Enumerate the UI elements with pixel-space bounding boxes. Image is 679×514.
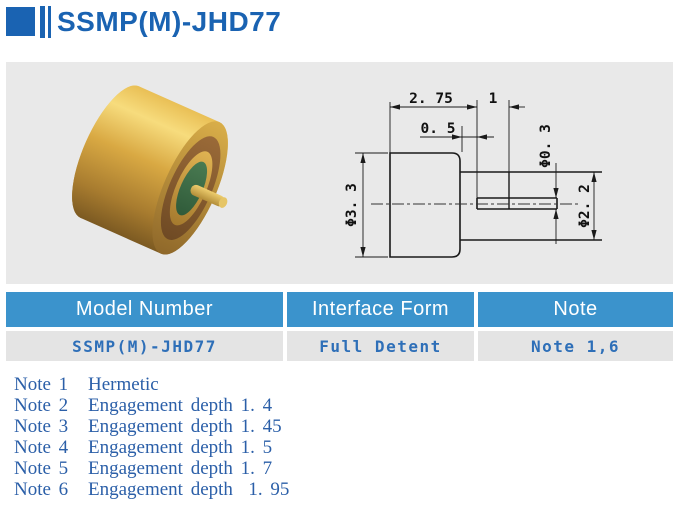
column-header-model-number: Model Number (6, 292, 283, 327)
notes-list: Note 1 Hermetic Note 2 Engagement depth 1.… (14, 374, 289, 500)
page-title: SSMP(M)-JHD77 (57, 6, 282, 37)
note-value: Note 1,6 (478, 331, 673, 361)
note-line: Note 2 Engagement depth 1. 4 (14, 395, 289, 416)
column-header-interface-form: Interface Form (287, 292, 474, 327)
note-label: Note 4 (14, 437, 69, 458)
part-outline (389, 152, 602, 258)
note-text: Engagement depth 1. 45 (88, 416, 282, 437)
note-text: Hermetic (88, 374, 159, 395)
note-text: Engagement depth 1. 95 (88, 479, 290, 500)
product-panel: 2. 75 1 0. 5 Φ3. 3 Φ0. 3 Φ2. 2 (6, 62, 673, 284)
dim-barrel-diameter: Φ2. 2 (577, 184, 593, 228)
technical-drawing: 2. 75 1 0. 5 Φ3. 3 Φ0. 3 Φ2. 2 (344, 91, 602, 258)
note-text: Engagement depth 1. 4 (88, 395, 273, 416)
dim-pin-length: 1 (489, 91, 498, 107)
spec-table-row: SSMP(M)-JHD77 Full Detent Note 1,6 (6, 331, 673, 361)
brand-square-icon (6, 7, 35, 36)
dim-body-length: 2. 75 (409, 91, 453, 107)
note-label: Note 6 (14, 479, 69, 500)
note-text: Engagement depth 1. 5 (88, 437, 273, 458)
note-label: Note 3 (14, 416, 69, 437)
note-text: Engagement depth 1. 7 (88, 458, 273, 479)
dimension-arrows (360, 104, 597, 257)
dim-step-length: 0. 5 (421, 121, 456, 137)
dim-body-diameter: Φ3. 3 (344, 183, 360, 227)
note-label: Note 2 (14, 395, 69, 416)
spec-table-header: Model Number Interface Form Note (6, 292, 673, 327)
model-number-value: SSMP(M)-JHD77 (6, 331, 283, 361)
note-line: Note 4 Engagement depth 1. 5 (14, 437, 289, 458)
connector-3d-image (72, 85, 228, 255)
note-line: Note 5 Engagement depth 1. 7 (14, 458, 289, 479)
note-label: Note 5 (14, 458, 69, 479)
dim-pin-diameter: Φ0. 3 (538, 124, 554, 168)
dimension-lines (355, 100, 595, 258)
note-line: Note 1 Hermetic (14, 374, 289, 395)
column-header-note: Note (478, 292, 673, 327)
interface-form-value: Full Detent (287, 331, 474, 361)
brand-thin-bar-icon (48, 6, 51, 38)
brand-bar-icon (40, 6, 45, 38)
note-label: Note 1 (14, 374, 69, 395)
note-line: Note 6 Engagement depth 1. 95 (14, 479, 289, 500)
note-line: Note 3 Engagement depth 1. 45 (14, 416, 289, 437)
